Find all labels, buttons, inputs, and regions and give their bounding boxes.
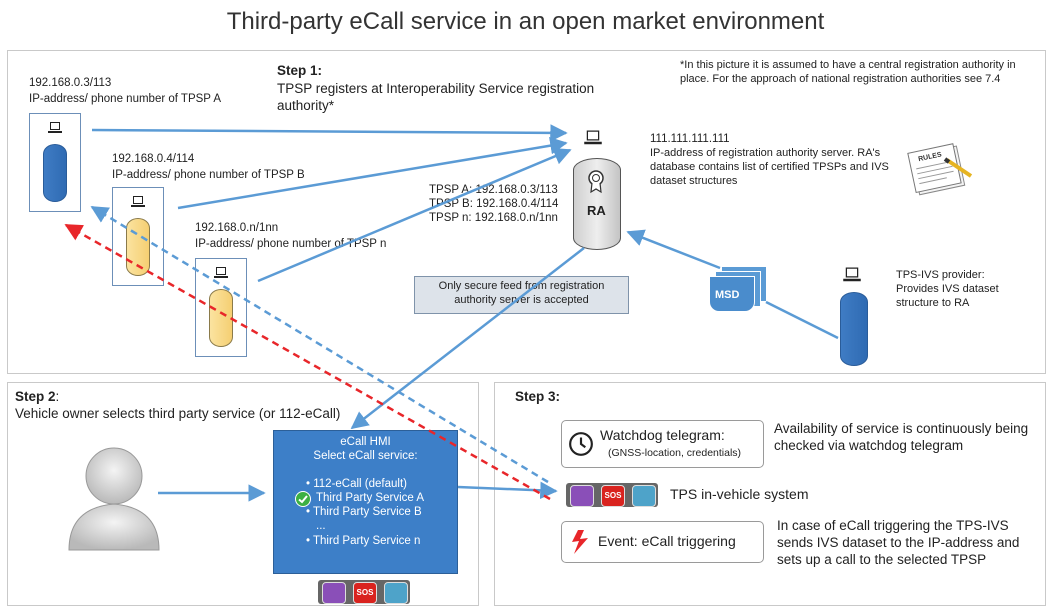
ra-label: RA — [587, 203, 606, 218]
arrow-tpsp-a-to-ra — [91, 124, 568, 142]
sos-label: SOS — [604, 491, 622, 500]
hmi-button-row: SOS — [318, 580, 410, 604]
lightning-icon — [572, 530, 588, 554]
arrow-tpsp-b-to-ra — [177, 136, 568, 210]
tps-ivs-label: TPS in-vehicle system — [670, 486, 809, 502]
database-icon — [43, 144, 67, 202]
step2-heading-colon: : — [55, 389, 60, 404]
hmi-option-ellipsis: ... — [316, 520, 326, 532]
step2-heading-label: Step 2 — [15, 389, 56, 404]
wrench-icon[interactable] — [322, 582, 346, 604]
watchdog-box: Watchdog telegram: (GNSS-location, crede… — [561, 420, 764, 468]
sos-label: SOS — [356, 588, 374, 597]
step2-text: Vehicle owner selects third party servic… — [15, 406, 341, 421]
ra-list-entry: TPSP A: 192.168.0.3/113 — [429, 184, 558, 196]
ra-laptop-icon — [584, 130, 602, 145]
event-description: In case of eCall triggering the TPS-IVS … — [777, 518, 1020, 567]
hmi-option-tps-n[interactable]: • Third Party Service n — [306, 535, 421, 547]
tpsp-a-ip: 192.168.0.3/113 — [29, 77, 112, 89]
step1-heading: Step 1: — [277, 63, 323, 78]
provider-laptop-icon — [843, 267, 861, 282]
watchdog-subtitle: (GNSS-location, credentials) — [608, 447, 742, 459]
step1-text: TPSP registers at Interoperability Servi… — [277, 81, 595, 113]
ecall-hmi-panel: eCall HMI Select eCall service: • 112-eC… — [273, 430, 458, 574]
hmi-option-label: 112-eCall (default) — [313, 478, 407, 490]
hmi-option-label: Third Party Service B — [313, 506, 422, 518]
hmi-option-tps-b[interactable]: • Third Party Service B — [306, 506, 422, 518]
ra-list-entry: TPSP n: 192.168.0.n/1nn — [429, 212, 558, 224]
laptop-icon — [131, 196, 145, 207]
laptop-icon — [214, 267, 228, 278]
tpsp-n-ip: 192.168.0.n/1nn — [195, 222, 279, 234]
provider-description: TPS-IVS provider: Provides IVS dataset s… — [896, 269, 999, 309]
arrow-ra-to-hmi — [350, 247, 585, 430]
arrow-provider-to-msd — [765, 300, 839, 340]
info-icon[interactable] — [632, 485, 656, 507]
tpsp-a-node — [29, 113, 81, 212]
watchdog-title: Watchdog telegram: — [600, 427, 725, 443]
hmi-option-label: Third Party Service A — [316, 492, 425, 504]
event-label: Event: eCall triggering — [598, 533, 736, 549]
info-icon[interactable] — [384, 582, 408, 604]
tps-ivs-button-row: SOS — [566, 483, 658, 507]
ra-description: IP-address of registration authority ser… — [650, 147, 889, 187]
watchdog-description: Availability of service is continuously … — [774, 421, 1029, 453]
msd-label: MSD — [715, 289, 740, 301]
step3-heading: Step 3: — [515, 389, 561, 404]
step1-panel — [7, 50, 1046, 374]
msd-document-stack: MSD — [707, 266, 767, 316]
sos-button[interactable]: SOS — [353, 582, 377, 604]
checkmark-icon — [295, 491, 311, 507]
user-avatar-icon — [68, 447, 160, 551]
wrench-icon[interactable] — [570, 485, 594, 507]
clock-icon — [569, 432, 593, 456]
arrow-tpsp-n-to-ra — [257, 148, 572, 283]
database-icon — [209, 289, 233, 347]
ra-ip: 111.111.111.111 — [650, 133, 730, 145]
tpsp-a-label: IP-address/ phone number of TPSP A — [29, 93, 221, 105]
certificate-seal-icon — [588, 170, 604, 194]
hmi-title: eCall HMI — [340, 436, 391, 448]
tpsp-b-node — [112, 187, 164, 286]
arrow-hmi-to-tps — [457, 481, 558, 500]
step2-heading: Step 2: — [15, 388, 59, 405]
arrow-msd-to-ra — [626, 229, 721, 270]
rules-text: RULES — [918, 151, 943, 163]
dashed-event-line — [64, 223, 551, 501]
hmi-option-112[interactable]: • 112-eCall (default) — [306, 478, 407, 490]
provider-database-icon — [840, 292, 868, 366]
hmi-option-tps-a[interactable]: Third Party Service A — [316, 491, 424, 505]
laptop-icon — [48, 122, 62, 133]
tpsp-b-label: IP-address/ phone number of TPSP B — [112, 169, 305, 181]
tpsp-b-ip: 192.168.0.4/114 — [112, 153, 195, 165]
rules-document-icon: RULES — [907, 143, 973, 196]
hmi-option-label: Third Party Service n — [313, 535, 421, 547]
ra-list-entry: TPSP B: 192.168.0.4/114 — [429, 198, 559, 210]
event-box: Event: eCall triggering — [561, 521, 764, 563]
diagram-title: Third-party eCall service in an open mar… — [226, 8, 825, 35]
dashed-watchdog-line — [90, 205, 549, 484]
central-ra-note: *In this picture it is assumed to have a… — [680, 59, 1016, 85]
hmi-subtitle: Select eCall service: — [313, 450, 418, 462]
sos-button[interactable]: SOS — [601, 485, 625, 507]
